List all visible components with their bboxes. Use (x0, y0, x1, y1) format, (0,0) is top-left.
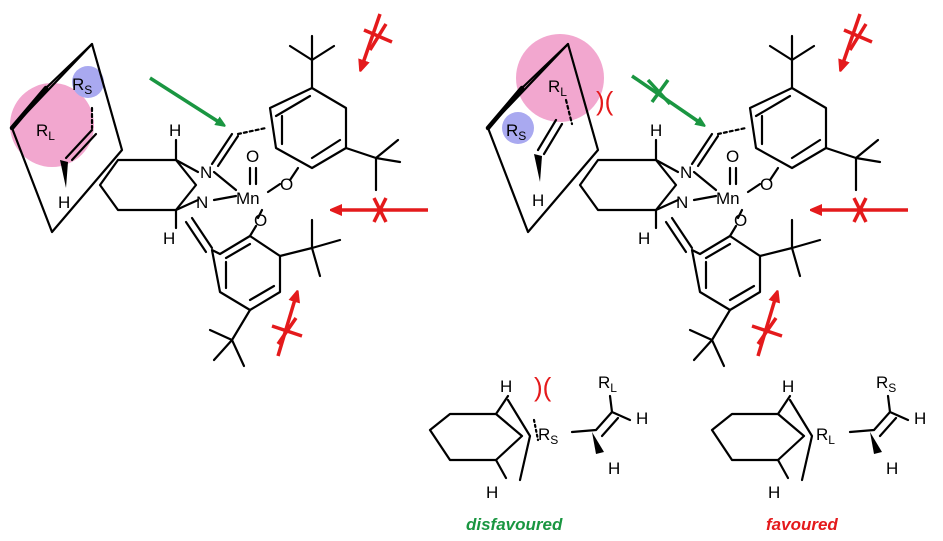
h-bottom: H (638, 229, 650, 248)
oxo-o: O (726, 147, 739, 166)
o-lower: O (734, 211, 747, 230)
rs-label: RS (538, 425, 558, 447)
large-substituent-highlight (516, 34, 604, 122)
cyclohexane-diamine (578, 138, 680, 230)
blocked-approach-arrow-icon (362, 13, 393, 66)
alkene-cage (485, 42, 600, 234)
left-complex: RS RL H H H N N Mn O O O (9, 13, 428, 368)
small-substituent-highlight (502, 112, 534, 144)
n-top: N (680, 163, 692, 182)
mn-label: Mn (236, 189, 260, 208)
h-label: H (914, 409, 926, 428)
o-lower: O (254, 211, 267, 230)
mn-label: Mn (716, 189, 740, 208)
h-label: H (532, 191, 544, 210)
favoured-caption: favoured (766, 515, 838, 534)
h-top: H (169, 121, 181, 140)
blocked-green-arrow-icon (631, 74, 702, 124)
steric-clash-icon: )( (596, 86, 614, 116)
h-top: H (782, 377, 794, 396)
h-bottom: H (163, 229, 175, 248)
h-top: H (650, 121, 662, 140)
h-label: H (886, 459, 898, 478)
rs-label: RS (876, 373, 896, 395)
h-top: H (500, 377, 512, 396)
n-top: N (200, 163, 212, 182)
alkene-cage (9, 42, 124, 234)
rs-label: RS (72, 75, 92, 97)
green-approach-arrow-icon (149, 76, 222, 124)
h-label: H (58, 193, 70, 212)
rl-label: RL (36, 121, 55, 143)
small-substituent-highlight (72, 66, 104, 98)
h-label: H (608, 459, 620, 478)
oxo-o: O (246, 147, 259, 166)
rs-label: RS (506, 121, 526, 143)
n-bottom: N (676, 193, 688, 212)
steric-clash-icon: )( (534, 372, 552, 402)
favoured-model: H H RL RS H H favoured (710, 373, 926, 534)
blocked-approach-arrow-icon (842, 13, 873, 66)
blocked-approach-arrow-icon (336, 197, 428, 223)
disfavoured-caption: disfavoured (466, 515, 563, 534)
h-bottom: H (486, 483, 498, 502)
rl-label: RL (816, 425, 835, 447)
h-label: H (636, 409, 648, 428)
blocked-approach-arrow-icon (816, 197, 908, 223)
disfavoured-model: H H RS RL H H )( disfavoured (428, 372, 648, 534)
h-bottom: H (768, 483, 780, 502)
rl-label: RL (548, 77, 567, 99)
n-bottom: N (196, 193, 208, 212)
blocked-approach-arrow-icon (271, 296, 303, 357)
cyclohexane-diamine (98, 138, 200, 230)
rl-label: RL (598, 373, 617, 395)
right-complex: RL RS H )( H H N N Mn O O O (485, 13, 908, 368)
blocked-approach-arrow-icon (751, 296, 783, 357)
